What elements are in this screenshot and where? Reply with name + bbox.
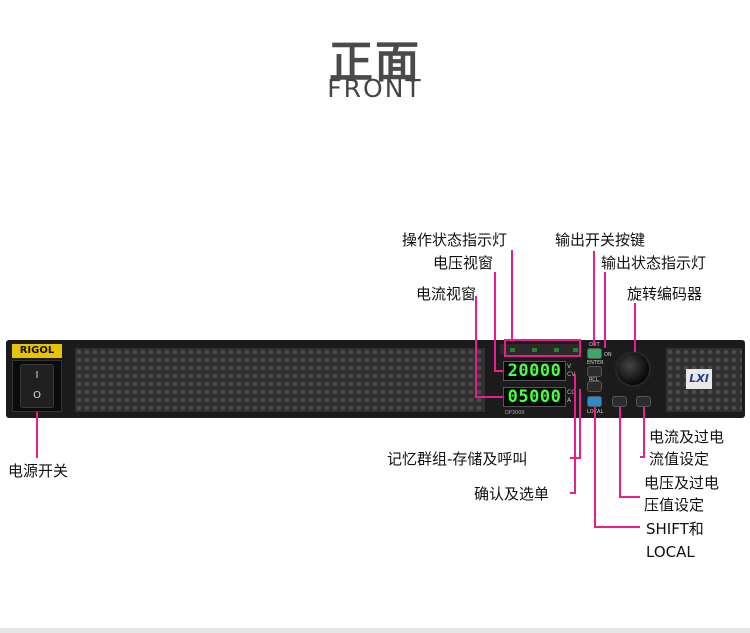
bottom-divider <box>0 628 750 633</box>
shift-local-button[interactable] <box>587 396 602 407</box>
callout-current-set-line1: 电流及过电 <box>649 428 725 446</box>
rotary-encoder-knob[interactable] <box>617 353 649 385</box>
voltage-display: 20000 <box>503 361 566 381</box>
enter-label: ENTER <box>587 360 604 366</box>
page-title: 正面 <box>329 37 421 88</box>
rcl-label: RCL <box>589 377 599 383</box>
unit-v-label: V <box>567 363 572 370</box>
unit-a-label: A <box>567 397 572 404</box>
brand-logo: RIGOL <box>12 344 62 358</box>
leader-shift-local <box>594 407 640 528</box>
leader-voltage-set <box>619 407 640 498</box>
callout-output-status: 输出状态指示灯 <box>601 254 707 272</box>
power-on-mark: I <box>35 370 39 381</box>
callout-voltage-window: 电压视窗 <box>433 254 494 272</box>
current-display: 05000 <box>503 387 566 407</box>
callout-voltage-set-line2: 压值设定 <box>644 496 705 514</box>
model-label: DP3000 <box>505 410 525 416</box>
callout-power-switch: 电源开关 <box>8 462 69 480</box>
callout-shift-line1: SHIFT和 <box>646 520 704 538</box>
power-off-mark: O <box>33 390 41 401</box>
callout-voltage-set-line1: 电压及过电 <box>644 474 720 492</box>
lxi-badge: LXI <box>686 369 712 389</box>
callout-output-switch: 输出开关按键 <box>555 231 646 249</box>
status-led <box>510 348 515 352</box>
callout-status-indicator: 操作状态指示灯 <box>402 231 508 249</box>
status-led <box>532 348 537 352</box>
callout-shift-line2: LOCAL <box>646 543 695 561</box>
page-subtitle: FRONT <box>327 74 423 103</box>
vent-grill-left <box>75 348 485 412</box>
callout-confirm: 确认及选单 <box>474 485 550 503</box>
enter-button[interactable] <box>587 366 602 377</box>
callout-memory: 记忆群组-存储及呼叫 <box>387 450 528 468</box>
current-set-button[interactable] <box>636 396 651 407</box>
output-button[interactable] <box>587 348 602 359</box>
cc-label: CC <box>567 389 576 396</box>
voltage-set-button[interactable] <box>612 396 627 407</box>
callout-encoder: 旋转编码器 <box>627 285 703 303</box>
callout-current-window: 电流视窗 <box>416 285 477 303</box>
power-switch[interactable]: I O <box>20 364 54 408</box>
rcl-button[interactable] <box>587 381 602 392</box>
callout-current-set-line2: 流值设定 <box>649 450 710 468</box>
out-label: OUT <box>589 342 600 348</box>
on-label: ON <box>604 352 612 358</box>
local-label: LOCAL <box>587 409 604 415</box>
status-led <box>573 348 578 352</box>
cv-label: CV <box>567 371 576 378</box>
status-led <box>554 348 559 352</box>
